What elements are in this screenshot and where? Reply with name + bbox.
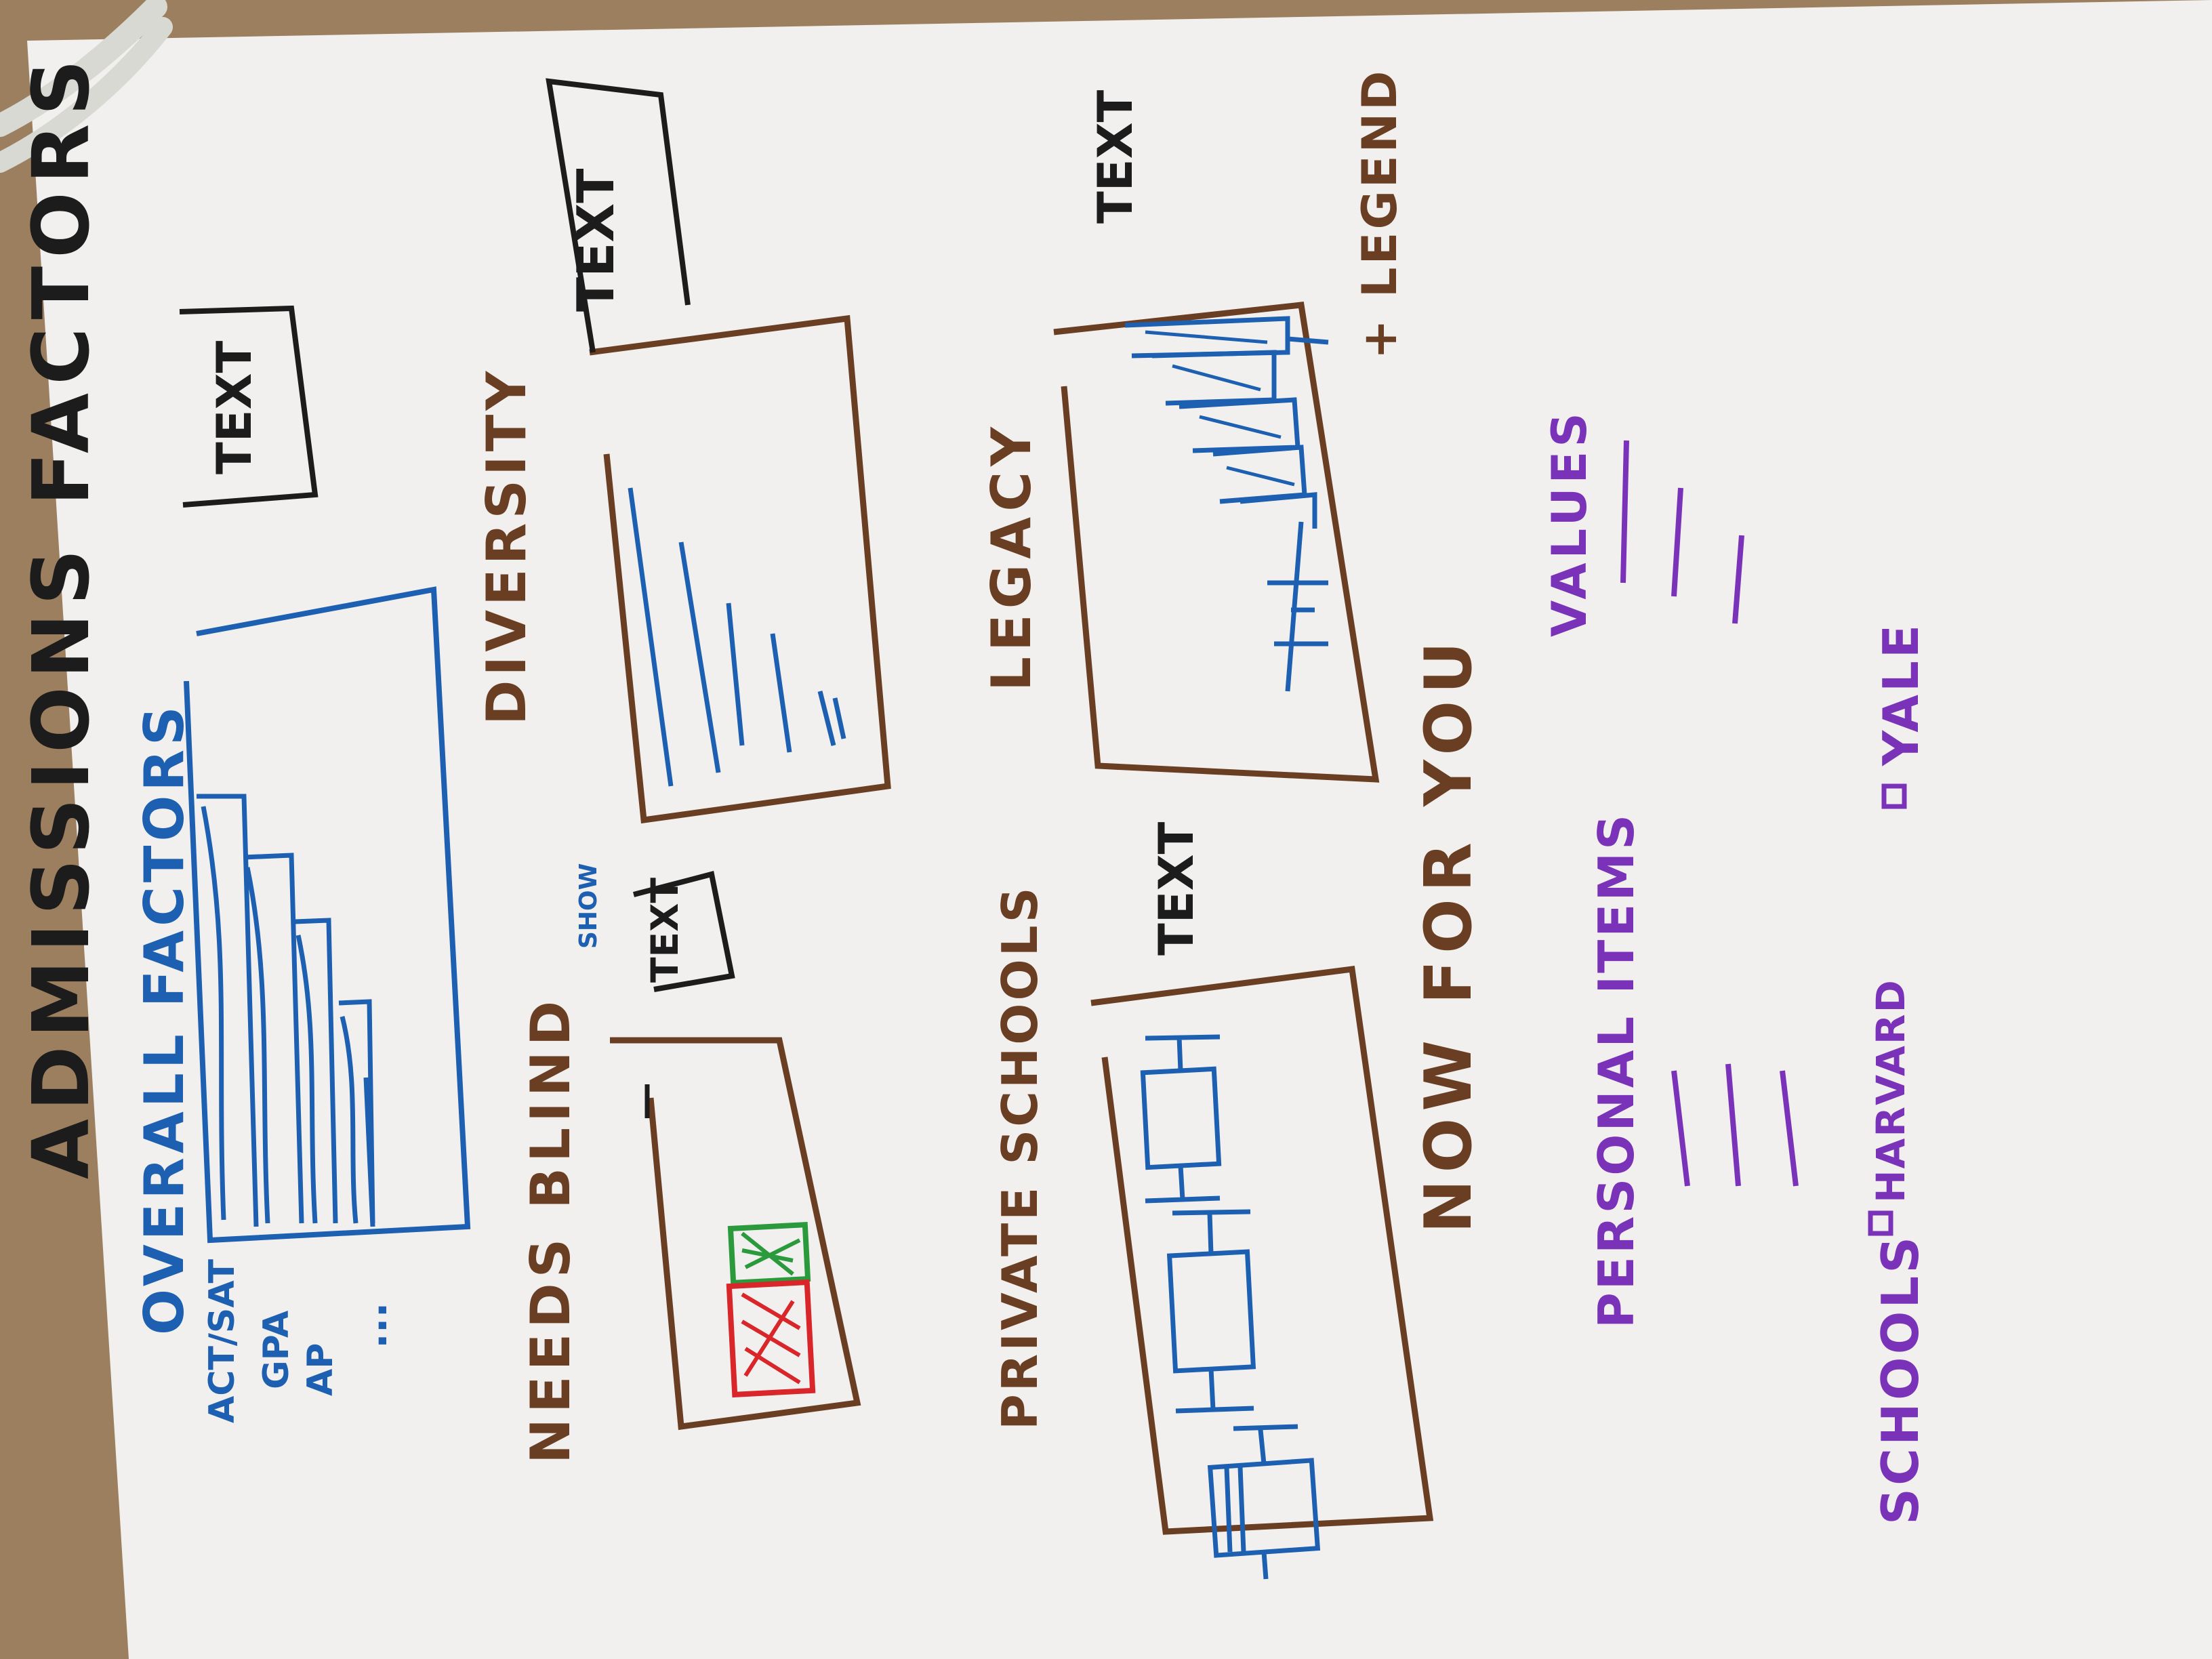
overall-factors-title: OVERALL FACTORS [133,702,196,1335]
diversity-section: DIVERSITY TEXT [475,78,891,824]
bottom-tagline: NOW FOR YOU [1412,635,1486,1233]
private-schools-frame [1090,965,1434,1535]
schools-item-harvard: HARVARD [1868,979,1914,1203]
private-schools-section: PRIVATE SCHOOLS TEXT [991,821,1434,1580]
needs-blind-title: NEEDS BLIND [519,996,582,1464]
overall-label-more: ... [349,1303,396,1349]
needs-blind-text-box-label: TEXT [643,878,687,983]
values-title: VALUES [1542,409,1597,637]
schools-item-yale: YALE [1872,622,1929,766]
needs-blind-scribbles [741,1231,801,1385]
private-schools-side-text: TEXT [1149,821,1204,956]
needs-blind-text-box [632,871,735,992]
schools-checkbox-harvard [1868,1210,1893,1236]
diversity-frame [589,314,891,824]
private-schools-title: PRIVATE SCHOOLS [991,885,1048,1430]
overall-label-ap: AP [300,1343,341,1396]
overall-factors-chart: OVERALL FACTORS ACT/SAT GPA AP [133,586,471,1423]
title-text-box-label: TEXT [207,340,262,474]
cable [0,0,173,173]
overall-label-act-sat: ACT/SAT [202,1258,243,1423]
overall-labels: ACT/SAT GPA AP ... [202,1258,396,1423]
page-title: ADMISSIONS FACTORS [16,52,107,1179]
needs-blind-green-block [727,1221,811,1286]
legacy-stacked-bars [1124,316,1329,692]
overall-label-gpa: GPA [256,1311,297,1389]
paper-sheet [27,0,2212,1659]
legacy-frame [1053,302,1380,783]
legacy-side-text: TEXT [1088,89,1143,224]
values-lines [1620,440,1744,624]
schools-section: SCHOOLS HARVARD YALE [1868,622,1930,1525]
needs-blind-section: NEEDS BLIND TEXT SHOW [519,863,861,1464]
diversity-text-box [546,78,691,353]
overall-chart-frame [184,586,471,1244]
title-block: ADMISSIONS FACTORS [16,52,107,1179]
legacy-bar-scribbles [1145,330,1295,487]
schools-title: SCHOOLS [1870,1234,1930,1525]
personal-items-section: PERSONAL ITEMS [1588,812,1799,1328]
diversity-title: DIVERSITY [475,367,538,725]
private-schools-box-plots [1140,1034,1321,1580]
diversity-text-box-label: TEXT [566,169,626,312]
title-text-box [179,305,319,508]
personal-items-lines [1671,1063,1799,1187]
needs-blind-caption: SHOW [575,863,602,949]
needs-blind-frame [610,1037,861,1431]
overall-bars [197,794,375,1227]
legacy-section: LEGACY TEXT + LEGEND [980,68,1408,783]
needs-blind-red-block [726,1279,816,1398]
personal-items-title: PERSONAL ITEMS [1588,812,1645,1328]
diversity-bars [628,487,846,787]
legacy-title: LEGACY [980,422,1043,691]
schools-checkbox-yale [1881,783,1907,809]
legacy-legend-label: + LEGEND [1352,68,1408,359]
values-section: VALUES [1542,409,1744,637]
